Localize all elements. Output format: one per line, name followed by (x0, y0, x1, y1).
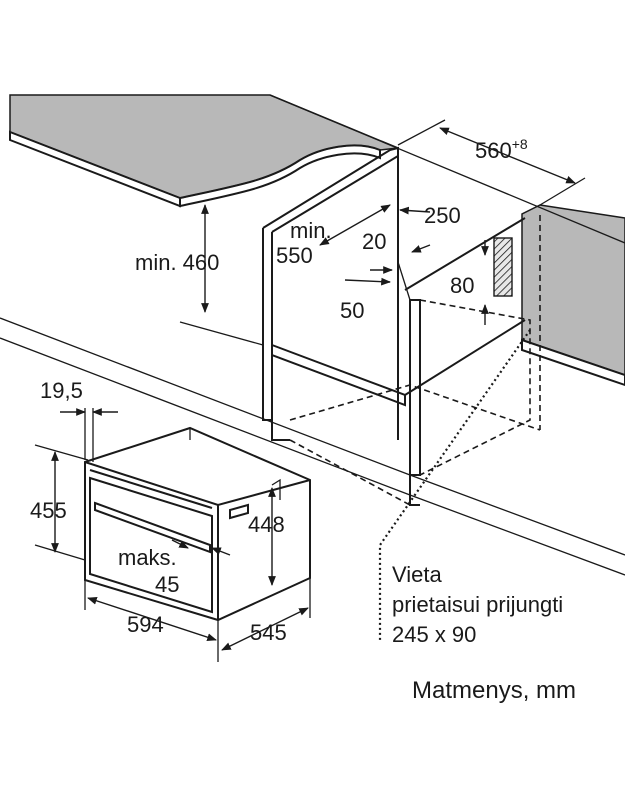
max-prefix-label: maks. (118, 545, 177, 570)
oven-depth-label: 545 (250, 620, 287, 645)
vent-80-label: 80 (450, 273, 474, 298)
min-depth-prefix-label: min. (290, 218, 332, 243)
depth-250-label: 250 (424, 203, 461, 228)
units-caption: Matmenys, mm (412, 677, 576, 704)
min-height-label: min. 460 (135, 250, 219, 275)
oven-dimension-arrows (34, 408, 311, 662)
worktop-left (9, 94, 399, 208)
cabinet-carcass (262, 146, 526, 506)
note-line-3: 245 x 90 (392, 622, 476, 647)
dimension-arrows-upper (179, 119, 586, 346)
niche-width-label: 560+8 (475, 136, 528, 163)
vent-grille (493, 237, 513, 297)
panel-19-5-label: 19,5 (40, 378, 83, 403)
door-height-label: 448 (248, 512, 285, 537)
oven-width-label: 594 (127, 612, 164, 637)
note-line-2: prietaisui prijungti (392, 592, 563, 617)
max-45-label: 45 (155, 572, 179, 597)
gap-20-label: 20 (362, 229, 386, 254)
gap-50-label: 50 (340, 298, 364, 323)
note-line-1: Vieta (392, 562, 443, 587)
min-depth-label: 550 (276, 243, 313, 268)
worktop-right (521, 204, 625, 387)
oven-height-label: 455 (30, 498, 67, 523)
connection-leader (378, 329, 531, 640)
niche-outline (289, 215, 541, 506)
